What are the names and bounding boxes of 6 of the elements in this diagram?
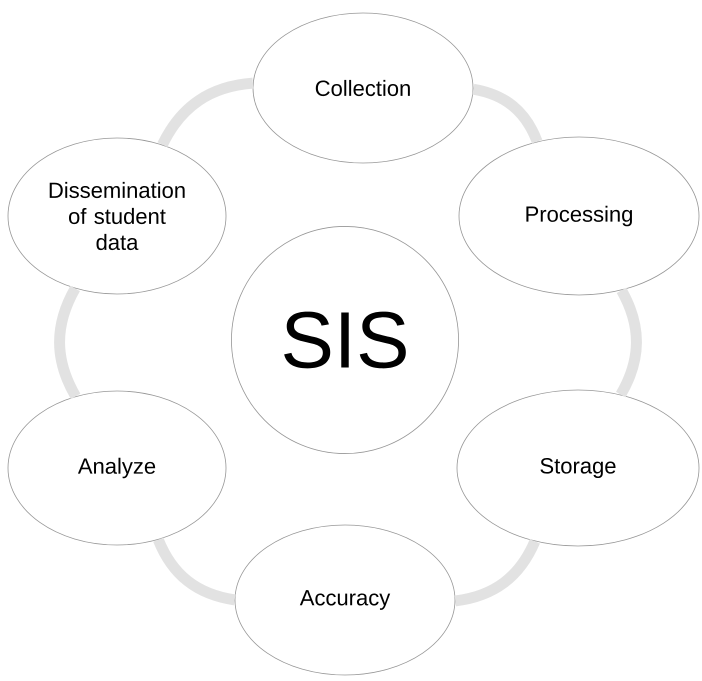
ring-connector (616, 288, 642, 398)
ring-connector (472, 84, 542, 144)
ring-connector (454, 538, 540, 606)
ring-connector (158, 78, 254, 148)
ring-connector (54, 286, 80, 399)
ring-connector (153, 537, 236, 606)
